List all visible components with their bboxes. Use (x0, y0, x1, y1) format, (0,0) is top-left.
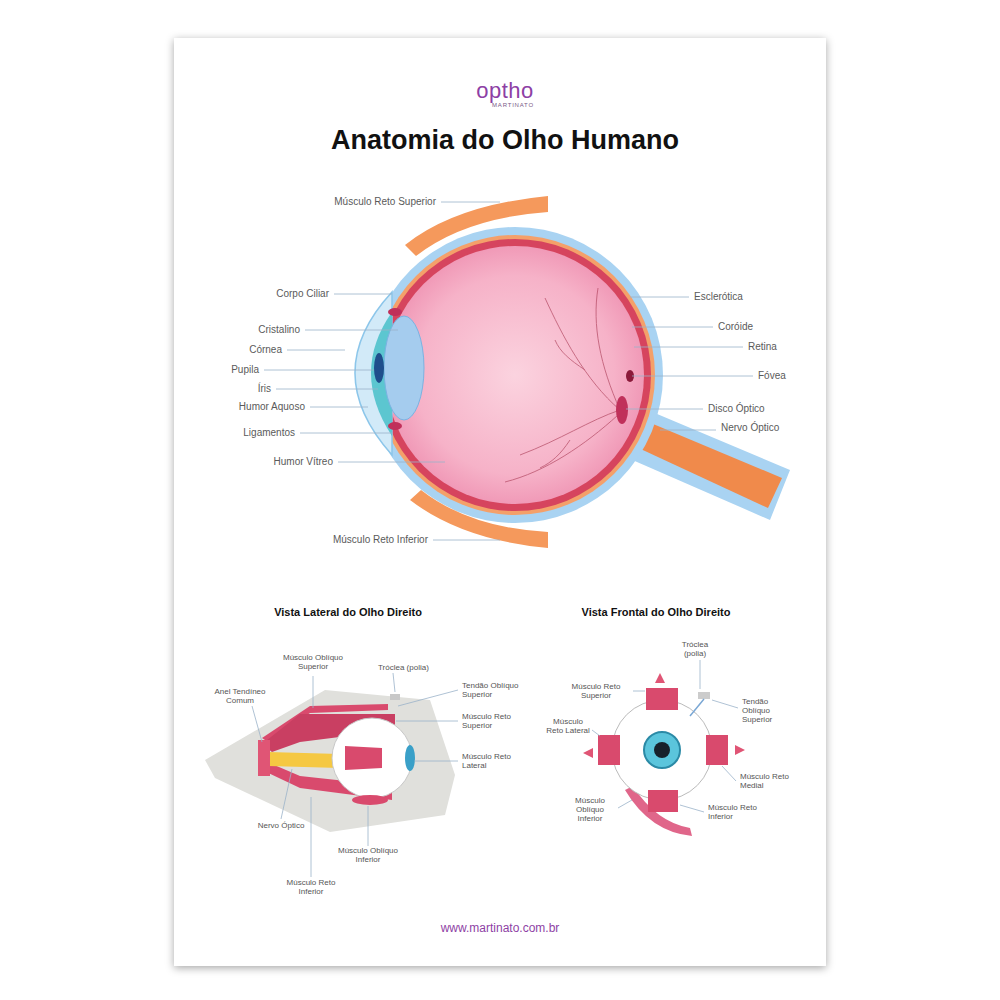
part-label: Esclerótica (694, 291, 743, 303)
part-label: Músculo Reto Superior (462, 712, 532, 730)
part-label: Músculo Reto Inferior (333, 534, 428, 546)
part-label: Córnea (249, 344, 282, 356)
part-label: Anel Tendíneo Comum (205, 687, 275, 705)
lateral-rectus (598, 735, 620, 765)
arrow-mark (583, 748, 593, 758)
ciliary-body (388, 308, 402, 316)
cornea (405, 745, 415, 771)
part-label: Tróclea (polia) (378, 663, 429, 672)
superior-rectus (646, 688, 678, 710)
blood-vessels (505, 288, 620, 482)
part-label: Músculo Reto Medial (740, 772, 800, 790)
part-label: Tendão Oblíquo Superior (462, 681, 532, 699)
part-label: Fóvea (758, 370, 786, 382)
part-label: Nervo Óptico (721, 422, 779, 434)
part-label: Músculo Oblíquo Inferior (565, 796, 615, 824)
part-label: Humor Aquoso (239, 401, 305, 413)
trochlea (390, 694, 400, 700)
part-label: Tendão Oblíquo Superior (742, 697, 797, 725)
eyeball (612, 700, 712, 800)
iris (644, 732, 680, 768)
leader-lines (252, 673, 458, 877)
part-label: Nervo Óptico (258, 821, 305, 830)
leader-lines (264, 202, 753, 540)
website-url: www.martinato.com.br (441, 922, 560, 936)
part-label: Disco Óptico (708, 403, 765, 415)
part-label: Músculo Reto Superior (561, 682, 631, 700)
paper-sheet (174, 38, 826, 966)
part-label: Músculo Reto Superior (334, 196, 436, 208)
view-heading: Vista Lateral do Olho Direito (274, 606, 422, 619)
ciliary-body (388, 422, 402, 430)
part-label: Ligamentos (243, 427, 295, 439)
part-label: Pupila (231, 364, 259, 376)
part-label: Músculo Oblíquo Superior (273, 653, 353, 671)
part-label: Cristalino (258, 324, 300, 336)
lens (384, 316, 424, 420)
annulus (258, 740, 270, 776)
brand-sub: MARTINATO (492, 102, 534, 109)
optic-disc (616, 396, 628, 424)
sclera (367, 227, 663, 523)
retina (379, 239, 651, 511)
brand-logo: optho (476, 78, 534, 103)
part-label: Íris (258, 383, 271, 395)
iris (374, 353, 384, 383)
eyeball (332, 718, 412, 798)
inferior-oblique (352, 795, 388, 805)
lateral-rectus (345, 746, 382, 770)
part-label: Humor Vítreo (274, 456, 333, 468)
vitreous-body (386, 246, 644, 504)
part-label: Músculo Reto Lateral (546, 717, 591, 735)
medial-rectus (706, 735, 728, 765)
view-heading: Vista Frontal do Olho Direito (582, 606, 731, 619)
part-label: Coróide (718, 321, 753, 333)
part-label: Corpo Ciliar (276, 288, 329, 300)
eye-section (355, 196, 790, 548)
part-label: Retina (748, 341, 777, 353)
optic-nerve (268, 752, 340, 768)
poster-title: Anatomia do Olho Humano (331, 125, 679, 156)
part-label: Músculo Oblíquo Inferior (331, 846, 406, 864)
inferior-rectus (648, 790, 678, 812)
arrow-mark (735, 745, 745, 755)
part-label: Músculo Reto Inferior (276, 878, 346, 896)
part-label: Músculo Reto Inferior (708, 803, 768, 821)
inferior-rectus (410, 490, 548, 548)
trochlea (698, 692, 710, 699)
choroid (375, 235, 655, 515)
part-label: Tróclea (polia) (673, 640, 718, 658)
pupil (654, 742, 670, 758)
oblique-tendon (690, 699, 704, 716)
part-label: Músculo Reto Lateral (462, 752, 532, 770)
arrow-mark (655, 673, 665, 683)
